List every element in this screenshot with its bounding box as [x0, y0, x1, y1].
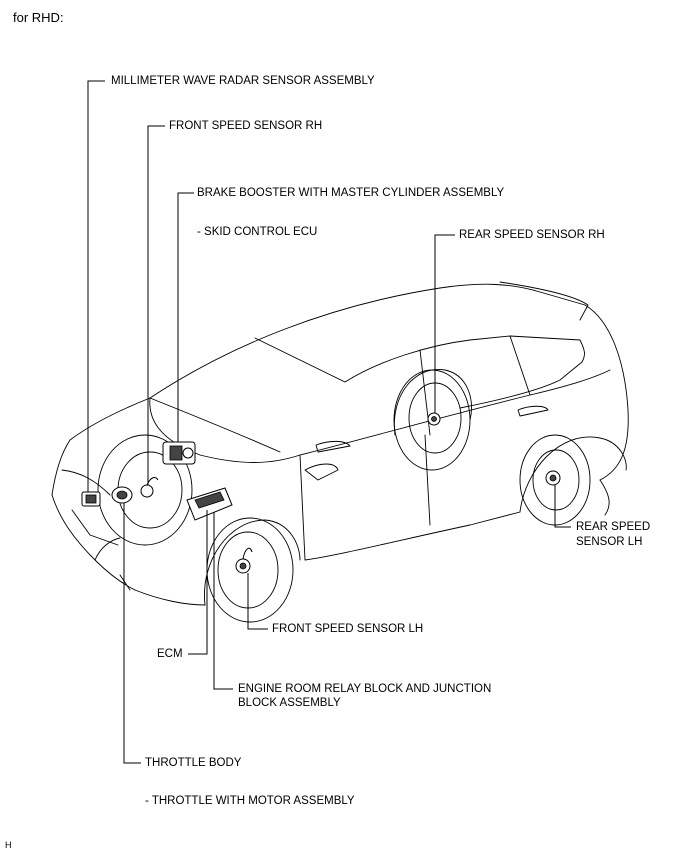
label-skid-control-ecu: - SKID CONTROL ECU: [197, 226, 318, 238]
label-relay-block-line2: BLOCK ASSEMBLY: [238, 697, 341, 709]
rear-speed-sensor-lh-component: [545, 470, 561, 486]
radar-sensor: [81, 491, 101, 507]
label-radar-sensor: MILLIMETER WAVE RADAR SENSOR ASSEMBLY: [111, 75, 375, 87]
label-brake-booster: BRAKE BOOSTER WITH MASTER CYLINDER ASSEM…: [197, 187, 505, 199]
wheels: [97, 369, 591, 623]
figure-code: H: [5, 840, 12, 850]
label-front-speed-sensor-lh: FRONT SPEED SENSOR LH: [272, 623, 424, 635]
diagram-title: for RHD:: [13, 10, 64, 25]
label-throttle-body: THROTTLE BODY: [145, 757, 242, 769]
label-rear-speed-sensor-lh-line2: SENSOR LH: [576, 536, 643, 548]
label-ecm: ECM: [157, 648, 183, 660]
label-rear-speed-sensor-rh: REAR SPEED SENSOR RH: [459, 229, 605, 241]
label-relay-block-line1: ENGINE ROOM RELAY BLOCK AND JUNCTION: [238, 683, 492, 695]
label-front-speed-sensor-rh: FRONT SPEED SENSOR RH: [169, 120, 323, 132]
label-rear-speed-sensor-lh-line1: REAR SPEED: [576, 521, 651, 533]
leader-lines: [87, 80, 571, 764]
brake-booster-component: [162, 441, 196, 465]
front-speed-sensor-rh-component: [140, 477, 159, 498]
front-speed-sensor-lh-component: [235, 547, 253, 574]
rear-speed-sensor-rh-component: [427, 412, 441, 426]
car-body: [51, 281, 629, 606]
throttle-body-component: [111, 486, 133, 504]
relay-block-component: [186, 487, 233, 521]
label-throttle-with-motor: - THROTTLE WITH MOTOR ASSEMBLY: [145, 795, 355, 807]
